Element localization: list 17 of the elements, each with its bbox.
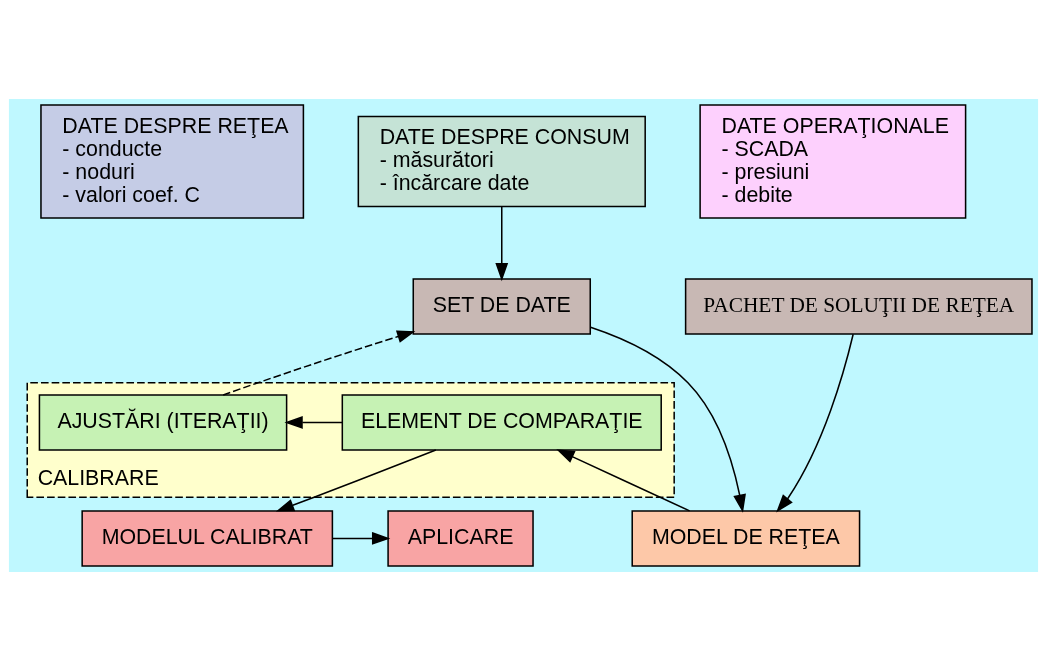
arrow	[284, 415, 343, 429]
arrow	[275, 448, 437, 512]
node-box: PACHET DE SOLUŢII DE REŢEA	[684, 277, 1033, 335]
node-box: DATE DESPRE CONSUM - măsurători - încărcare date	[357, 115, 646, 207]
arrow	[331, 531, 391, 545]
arrow	[495, 205, 509, 281]
arrow	[589, 326, 746, 513]
arrow	[556, 448, 691, 512]
node-box: DATE DESPRE REŢEA - conducte - noduri - valori coef. C	[40, 103, 305, 219]
node-box: APLICARE	[387, 509, 534, 567]
node-box: AJUSTĂRI (ITERAŢII)	[38, 393, 288, 451]
node-box: MODELUL CALIBRAT	[81, 509, 334, 567]
node-box: SET DE DATE	[412, 277, 591, 335]
node-box: MODEL DE REŢEA	[631, 509, 861, 567]
node-box: ELEMENT DE COMPARAŢIE	[341, 393, 662, 451]
arrow	[776, 333, 854, 512]
node-box: DATE OPERAŢIONALE - SCADA - presiuni - debite	[699, 103, 967, 219]
